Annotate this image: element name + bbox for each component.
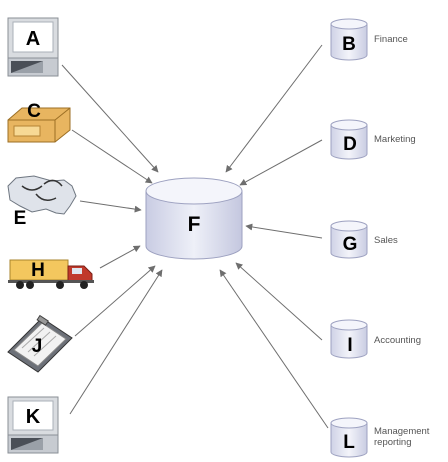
target-arrows	[219, 44, 329, 429]
source-letter-j: J	[32, 336, 43, 357]
us-map-icon	[7, 175, 77, 215]
database-cylinder-icon	[330, 18, 368, 61]
target-letter-l: L	[343, 432, 355, 453]
target-label-line-2: reporting	[374, 437, 412, 448]
database-cylinder-icon	[330, 319, 368, 359]
source-letter-a: A	[26, 28, 40, 50]
cardboard-box-icon	[7, 107, 71, 143]
source-letter-h: H	[31, 260, 45, 281]
computer-terminal-icon	[7, 396, 59, 454]
target-label-marketing: Marketing	[374, 134, 416, 145]
target-letter-d: D	[343, 134, 357, 155]
computer-terminal-icon	[7, 17, 59, 77]
clipboard-icon	[7, 314, 73, 373]
arrow-h-to-f	[99, 245, 141, 269]
source-arrows	[61, 64, 163, 415]
target-letter-g: G	[343, 234, 358, 255]
target-label-finance: Finance	[374, 34, 408, 45]
source-letter-c: C	[27, 101, 41, 122]
target-label-sales: Sales	[374, 235, 398, 246]
arrow-d-to-f	[239, 139, 323, 186]
arrow-i-to-f	[235, 262, 323, 341]
target-label-management-reporting: Management reporting	[374, 426, 432, 448]
arrow-b-to-f	[225, 44, 323, 173]
target-letter-b: B	[342, 34, 356, 55]
arrow-a-to-f	[61, 64, 159, 173]
database-cylinder-icon	[330, 220, 368, 259]
database-cylinder-icon	[330, 417, 368, 458]
target-label-line-1: Management	[374, 426, 430, 437]
target-letter-i: I	[347, 335, 352, 356]
arrow-j-to-f	[74, 265, 156, 337]
database-cylinder-icon	[330, 119, 368, 160]
delivery-truck-icon	[8, 259, 94, 289]
arrow-g-to-f	[245, 223, 323, 239]
arrow-k-to-f	[69, 269, 163, 415]
arrow-l-to-f	[219, 269, 329, 429]
target-label-accounting: Accounting	[374, 335, 421, 346]
hub-letter: F	[188, 213, 201, 236]
source-letter-e: E	[14, 208, 27, 229]
hub-database: F	[145, 177, 243, 260]
source-letter-k: K	[26, 406, 41, 428]
arrow-c-to-f	[71, 129, 153, 184]
arrow-e-to-f	[79, 200, 142, 213]
